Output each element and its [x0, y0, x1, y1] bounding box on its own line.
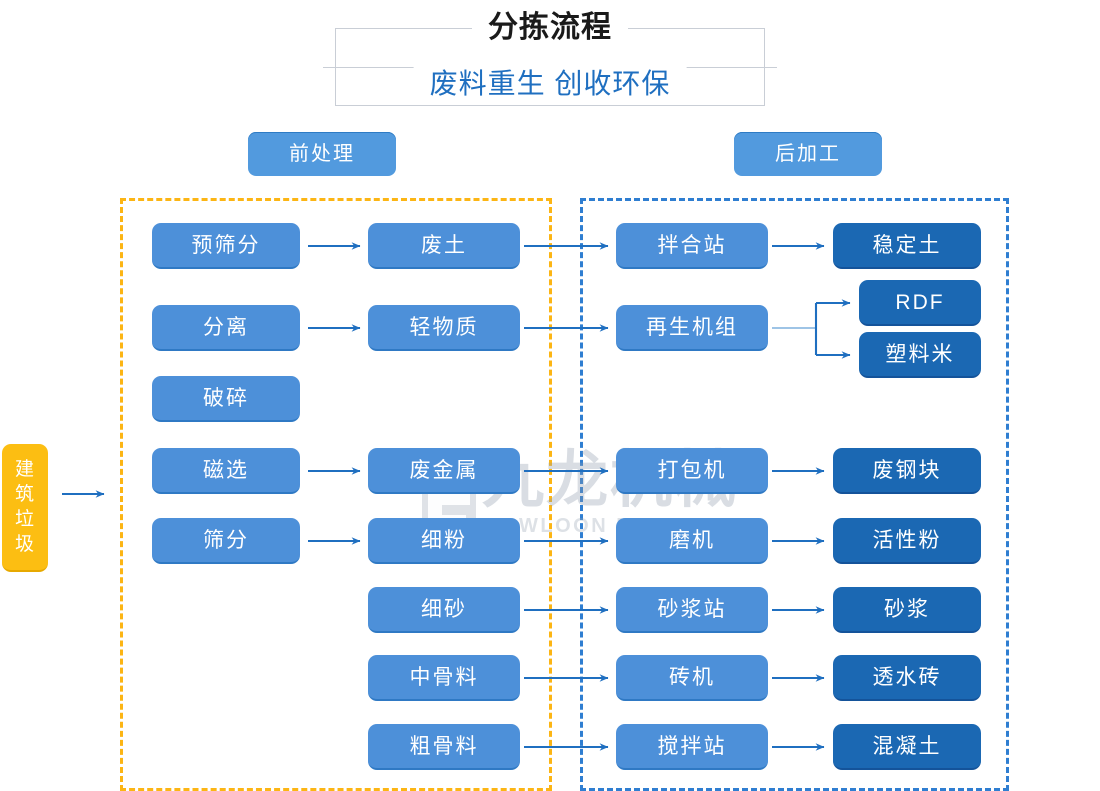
node-pre-screen[interactable]: 预筛分 — [152, 223, 300, 269]
node-crush[interactable]: 破碎 — [152, 376, 300, 422]
section-header-postprocess[interactable]: 后加工 — [734, 132, 882, 176]
section-header-pretreatment[interactable]: 前处理 — [248, 132, 396, 176]
node-magnetic-separation[interactable]: 磁选 — [152, 448, 300, 494]
node-rdf[interactable]: RDF — [859, 280, 981, 326]
page-title: 分拣流程 — [472, 8, 628, 48]
node-mill[interactable]: 磨机 — [616, 518, 768, 564]
node-fine-sand[interactable]: 细砂 — [368, 587, 520, 633]
group-box-pretreatment — [120, 198, 552, 791]
node-plastic-pellet[interactable]: 塑料米 — [859, 332, 981, 378]
node-stabilized-soil[interactable]: 稳定土 — [833, 223, 981, 269]
page-subtitle: 废料重生 创收环保 — [413, 64, 687, 104]
node-mixing-station[interactable]: 拌合站 — [616, 223, 768, 269]
node-concrete[interactable]: 混凝土 — [833, 724, 981, 770]
node-scrap-steel-block[interactable]: 废钢块 — [833, 448, 981, 494]
node-baler[interactable]: 打包机 — [616, 448, 768, 494]
source-char-3: 垃 — [14, 509, 35, 530]
node-active-powder[interactable]: 活性粉 — [833, 518, 981, 564]
source-construction-waste[interactable]: 建 筑 垃 圾 — [2, 444, 48, 572]
node-scrap-metal[interactable]: 废金属 — [368, 448, 520, 494]
node-mortar[interactable]: 砂浆 — [833, 587, 981, 633]
node-mortar-station[interactable]: 砂浆站 — [616, 587, 768, 633]
node-recycling-unit[interactable]: 再生机组 — [616, 305, 768, 351]
node-permeable-brick[interactable]: 透水砖 — [833, 655, 981, 701]
source-char-1: 建 — [14, 459, 35, 480]
node-stirring-station[interactable]: 搅拌站 — [616, 724, 768, 770]
title-block: 分拣流程 废料重生 创收环保 — [323, 8, 777, 106]
node-waste-soil[interactable]: 废土 — [368, 223, 520, 269]
source-char-2: 筑 — [14, 484, 35, 505]
source-char-4: 圾 — [14, 534, 35, 555]
group-box-postprocess — [580, 198, 1009, 791]
node-brick-machine[interactable]: 砖机 — [616, 655, 768, 701]
node-screening[interactable]: 筛分 — [152, 518, 300, 564]
node-separate[interactable]: 分离 — [152, 305, 300, 351]
node-medium-aggregate[interactable]: 中骨料 — [368, 655, 520, 701]
node-coarse-aggregate[interactable]: 粗骨料 — [368, 724, 520, 770]
node-light-material[interactable]: 轻物质 — [368, 305, 520, 351]
node-fine-powder[interactable]: 细粉 — [368, 518, 520, 564]
